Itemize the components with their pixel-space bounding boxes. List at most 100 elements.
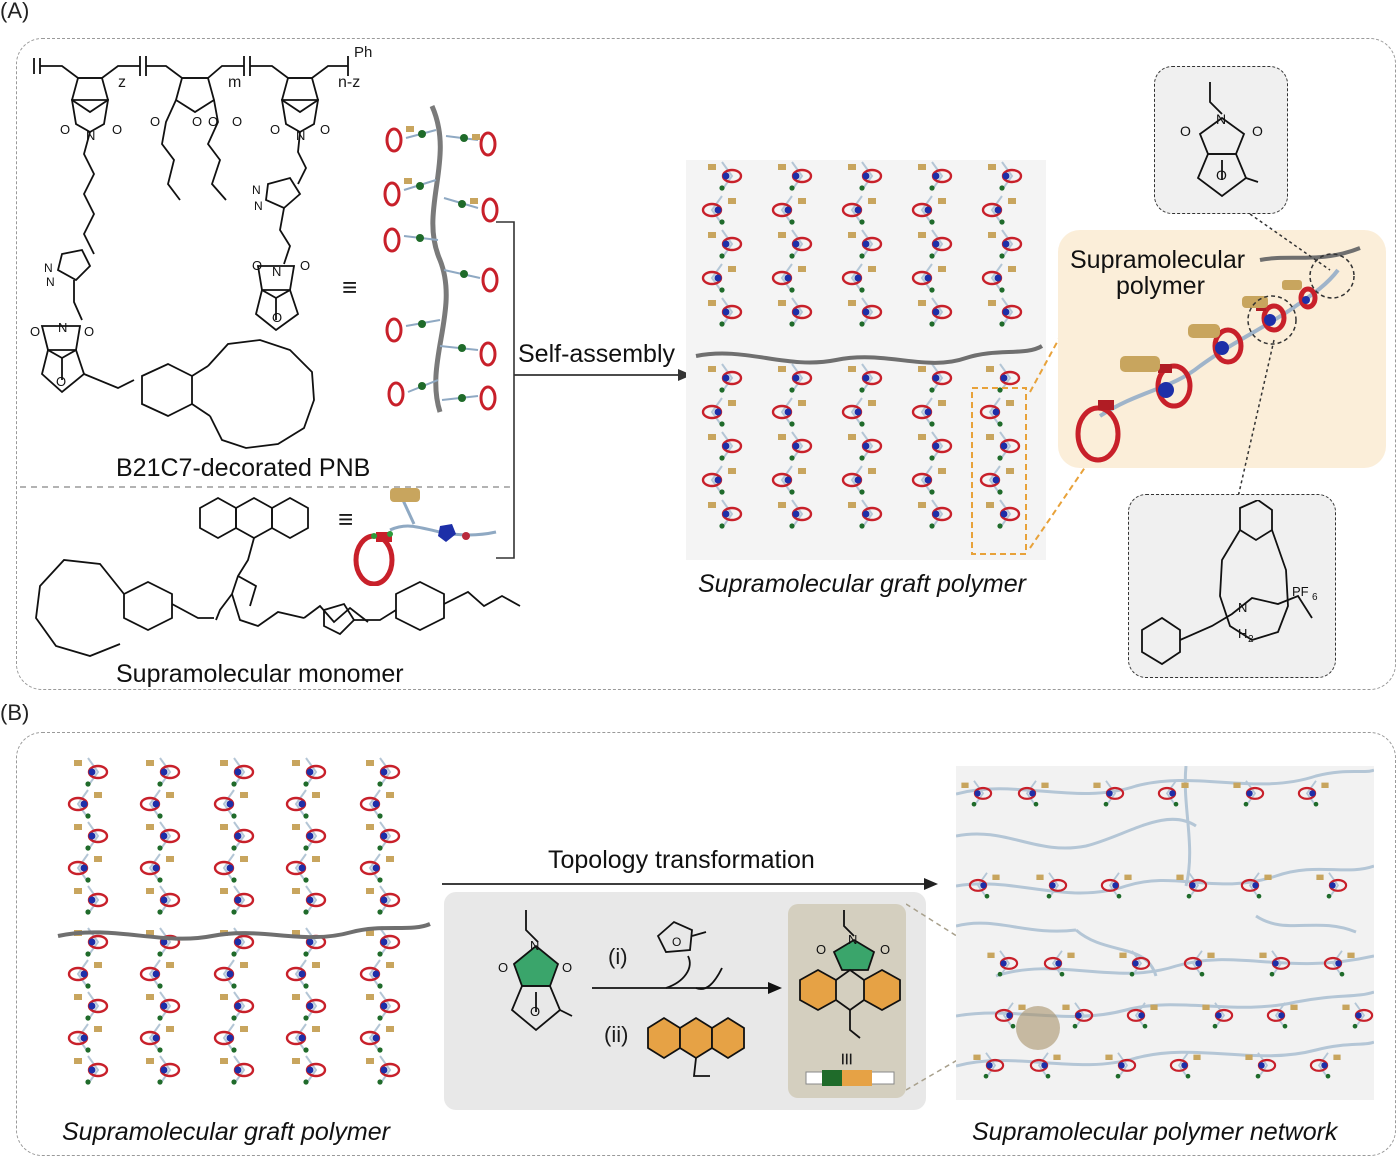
graft-unit xyxy=(911,263,946,293)
graft-unit xyxy=(1183,950,1215,977)
graft-unit xyxy=(1062,1002,1094,1029)
graft-unit xyxy=(1029,1052,1061,1079)
svg-text:O: O xyxy=(232,114,242,129)
panel-b-label: (B) xyxy=(0,700,30,725)
graft-unit xyxy=(778,499,813,529)
graft-strands-a xyxy=(701,161,1023,529)
pnb-cartoon xyxy=(383,104,499,413)
graft-unit xyxy=(708,499,743,529)
svg-text:N: N xyxy=(58,320,67,335)
graft-unit xyxy=(708,161,743,191)
graft-unit xyxy=(841,397,876,427)
graft-unit xyxy=(848,229,883,259)
graft-unit xyxy=(146,757,181,787)
svg-text:O: O xyxy=(270,122,280,137)
graft-unit xyxy=(701,397,736,427)
graft-unit xyxy=(74,1055,109,1085)
graft-unit xyxy=(285,959,320,989)
backbone-sub-z: z xyxy=(118,74,126,91)
graft-unit xyxy=(139,789,174,819)
graft-unit xyxy=(1043,950,1075,977)
svg-text:N: N xyxy=(848,932,857,947)
svg-text:O: O xyxy=(1216,167,1227,183)
graft-unit xyxy=(67,789,102,819)
svg-text:N: N xyxy=(44,261,53,275)
graft-unit xyxy=(918,161,953,191)
graft-unit xyxy=(911,195,946,225)
graft-unit xyxy=(213,959,248,989)
pnb-label: B21C7-decorated PNB xyxy=(116,454,371,482)
graft-unit xyxy=(359,959,394,989)
graft-unit xyxy=(701,263,736,293)
graft-unit xyxy=(359,1023,394,1053)
graft-unit xyxy=(1309,1052,1341,1079)
svg-text:O: O xyxy=(816,942,826,957)
graft-unit xyxy=(778,297,813,327)
graft-unit xyxy=(841,195,876,225)
graft-unit xyxy=(1297,780,1329,807)
graft-unit xyxy=(973,1052,1005,1079)
graft-unit xyxy=(146,991,181,1021)
graft-unit xyxy=(139,853,174,883)
graft-unit xyxy=(67,853,102,883)
graft-unit xyxy=(74,757,109,787)
svg-text:H: H xyxy=(1238,626,1247,641)
svg-text:O: O xyxy=(192,114,202,129)
graft-unit xyxy=(139,1023,174,1053)
graft-unit xyxy=(911,465,946,495)
graft-unit xyxy=(911,397,946,427)
graft-unit xyxy=(988,161,1023,191)
svg-text:N: N xyxy=(1238,600,1247,615)
graft-unit xyxy=(366,927,401,957)
backbone-sub-m: m xyxy=(228,74,242,91)
graft-unit xyxy=(1202,1002,1234,1029)
svg-text:O: O xyxy=(84,324,94,339)
svg-text:N: N xyxy=(252,183,261,197)
graft-unit xyxy=(1093,780,1125,807)
svg-text:O: O xyxy=(150,114,160,129)
graft-unit xyxy=(994,1002,1026,1029)
oxanorbornene-inset xyxy=(1154,66,1288,214)
graft-unit xyxy=(146,885,181,915)
svg-text:N: N xyxy=(296,128,305,143)
graft-unit xyxy=(1259,950,1291,977)
graft-unit xyxy=(986,499,1021,529)
svg-text:O: O xyxy=(1180,123,1191,139)
svg-text:O: O xyxy=(56,374,66,389)
backbone-sub-nz: n-z xyxy=(338,74,361,91)
svg-text:O: O xyxy=(112,122,122,137)
graft-unit xyxy=(918,363,953,393)
graft-unit xyxy=(74,991,109,1021)
graft-unit xyxy=(139,959,174,989)
panel-b-frame xyxy=(16,732,1396,1156)
svg-text:N: N xyxy=(86,128,95,143)
svg-text:O: O xyxy=(60,122,70,137)
graft-unit xyxy=(1036,872,1068,899)
graft-unit xyxy=(918,297,953,327)
svg-text:O: O xyxy=(880,942,890,957)
svg-text:O: O xyxy=(530,1004,540,1019)
monomer-structure xyxy=(35,496,521,657)
graft-unit xyxy=(292,991,327,1021)
graft-unit xyxy=(988,297,1023,327)
graft-unit xyxy=(701,465,736,495)
graft-unit xyxy=(981,195,1016,225)
self-assembly-arrow xyxy=(496,221,692,559)
svg-text:O: O xyxy=(252,258,262,273)
graft-unit xyxy=(708,229,743,259)
graft-unit xyxy=(67,1023,102,1053)
panel-a-frame xyxy=(16,38,1396,690)
svg-text:N: N xyxy=(1216,111,1226,127)
svg-text:O: O xyxy=(208,114,218,129)
graft-unit xyxy=(359,853,394,883)
graft-unit xyxy=(848,499,883,529)
graft-unit xyxy=(146,927,181,957)
polymer-network xyxy=(956,766,1374,1100)
graft-unit xyxy=(67,959,102,989)
graft-unit xyxy=(918,431,953,461)
graft-unit xyxy=(1266,1002,1298,1029)
graft-unit xyxy=(285,789,320,819)
graft-unit xyxy=(918,229,953,259)
